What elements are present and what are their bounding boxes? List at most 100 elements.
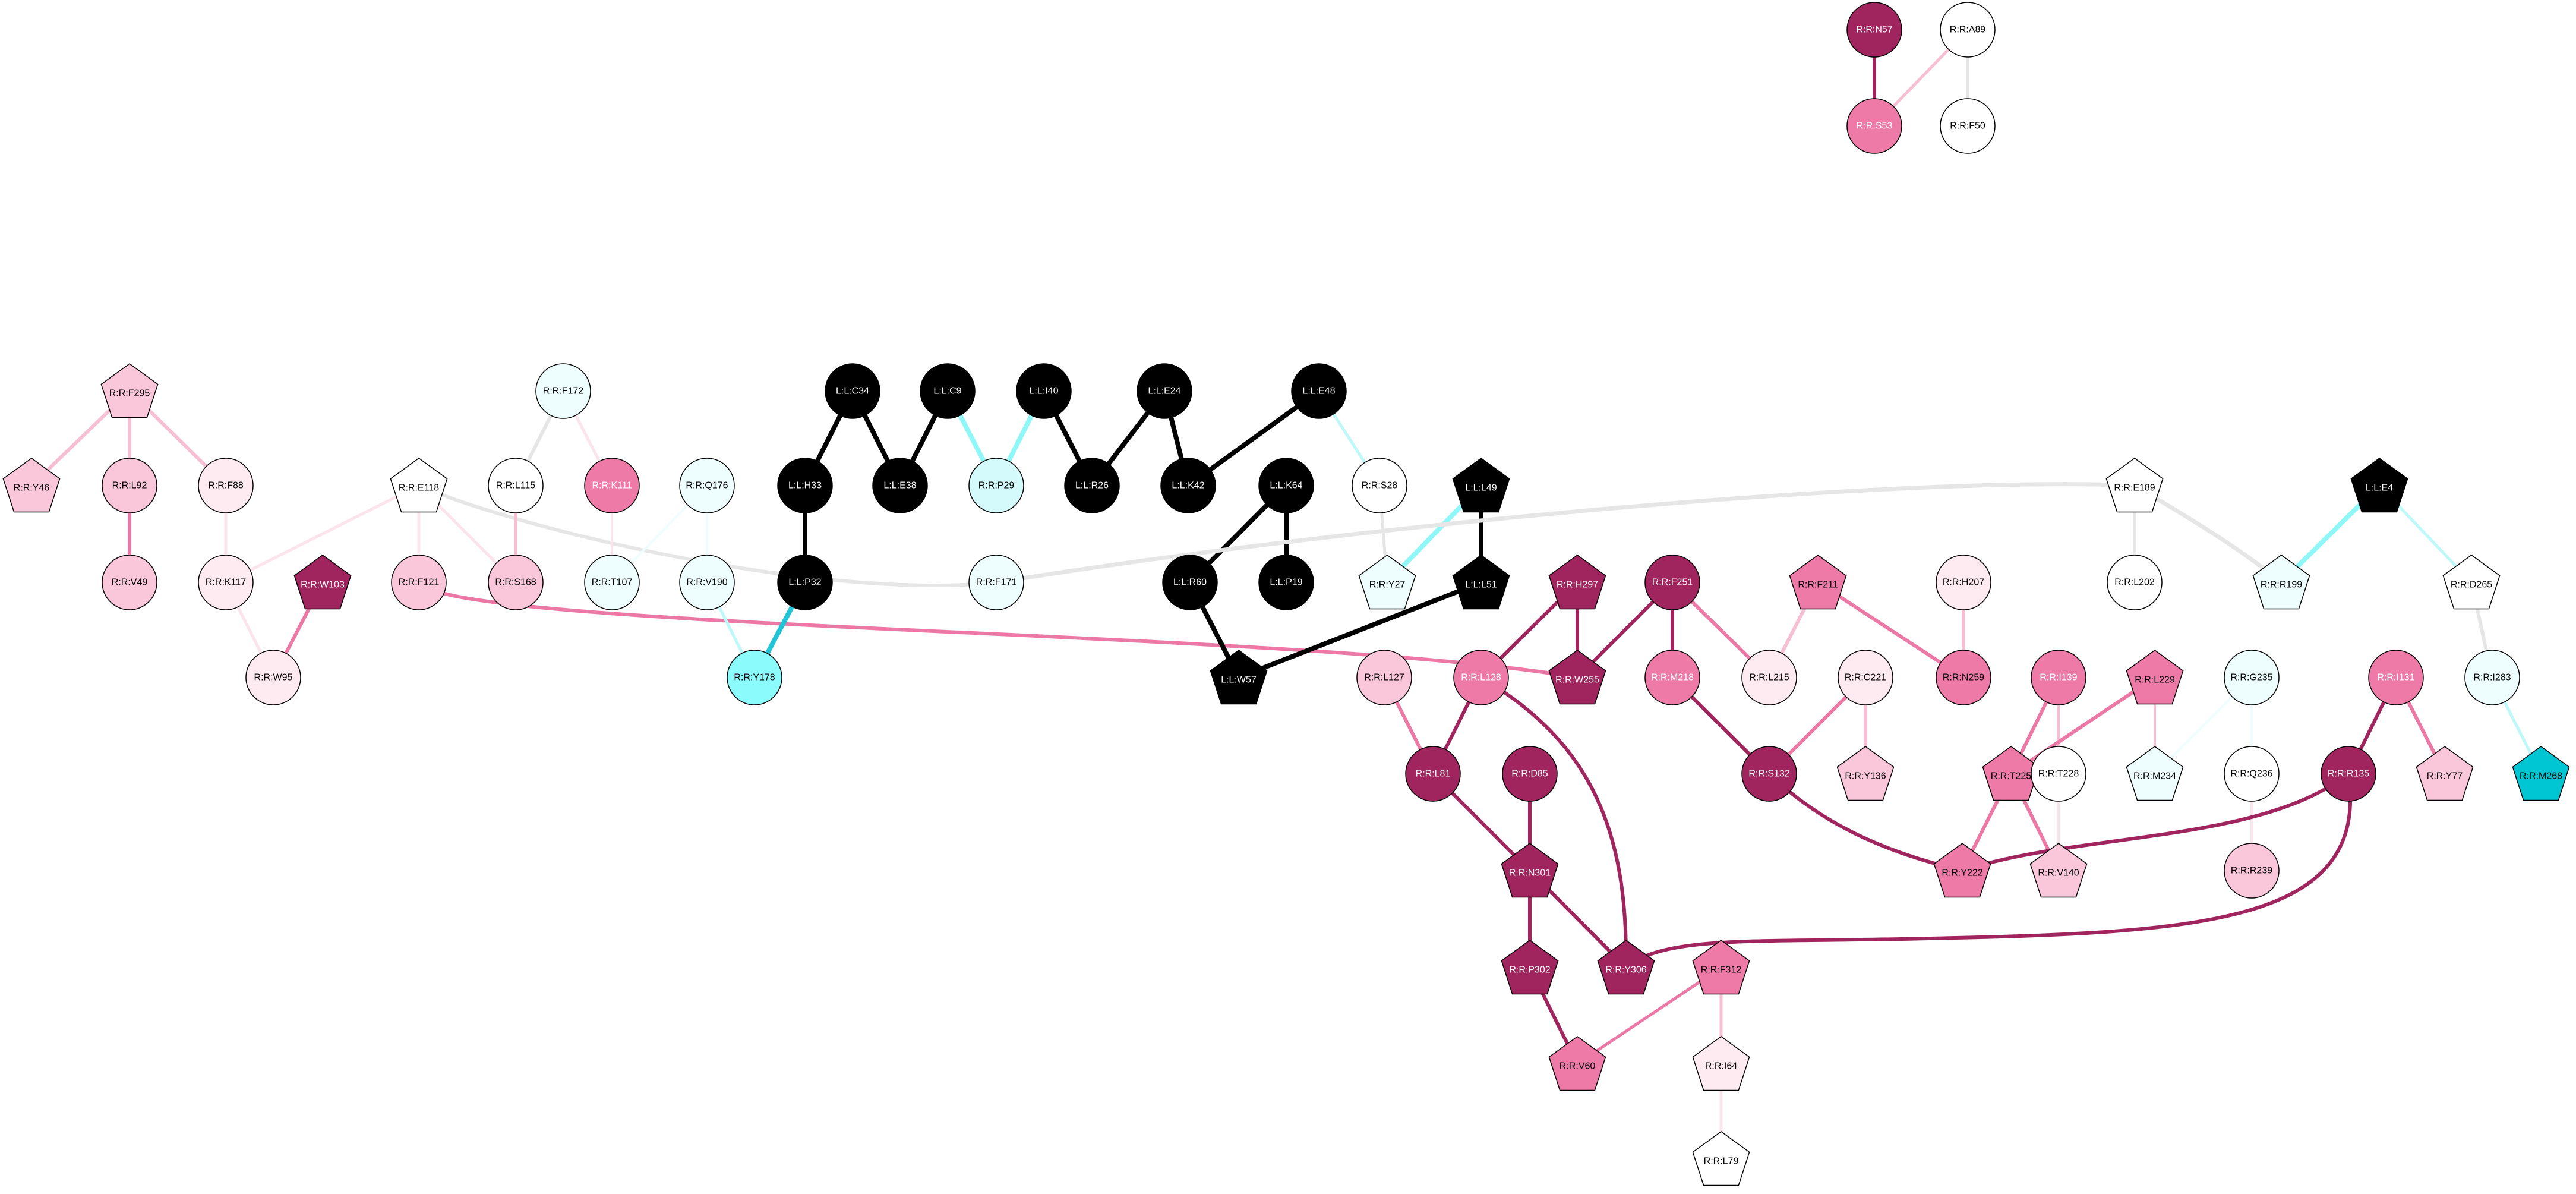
node-circle	[1291, 363, 1347, 419]
node-r-r-l127[interactable]: R:R:L127	[1356, 650, 1412, 705]
node-circle	[1160, 458, 1216, 513]
node-r-r-y178[interactable]: R:R:Y178	[727, 650, 782, 705]
node-r-r-l202[interactable]: R:R:L202	[2107, 555, 2163, 610]
node-l-l-e48[interactable]: L:L:E48	[1291, 363, 1347, 419]
node-r-r-l215[interactable]: R:R:L215	[1741, 650, 1797, 705]
node-r-r-d85[interactable]: R:R:D85	[1502, 746, 1558, 802]
node-r-r-e118[interactable]: R:R:E118	[390, 458, 448, 513]
node-r-r-f312[interactable]: R:R:F312	[1692, 940, 1750, 995]
node-circle	[679, 458, 735, 513]
node-r-r-k111[interactable]: R:R:K111	[584, 458, 640, 513]
node-pentagon	[2, 458, 61, 513]
node-r-r-i64[interactable]: R:R:I64	[1692, 1036, 1750, 1091]
node-r-r-t228[interactable]: R:R:T228	[2031, 746, 2086, 802]
edge-r135-y306	[1624, 772, 2353, 969]
node-l-l-h33[interactable]: L:L:H33	[777, 458, 833, 513]
node-r-r-f50[interactable]: R:R:F50	[1940, 98, 1996, 154]
node-circle	[777, 458, 833, 513]
node-pentagon	[2029, 843, 2088, 898]
node-r-r-l128[interactable]: R:R:L128	[1453, 650, 1509, 705]
node-pentagon	[1501, 940, 1559, 995]
node-r-r-r239[interactable]: R:R:R239	[2224, 843, 2280, 899]
node-r-r-q236[interactable]: R:R:Q236	[2224, 746, 2280, 802]
node-r-r-v190[interactable]: R:R:V190	[679, 555, 735, 610]
node-r-r-h207[interactable]: R:R:H207	[1936, 555, 1991, 610]
node-r-r-v60[interactable]: R:R:V60	[1548, 1036, 1606, 1091]
node-r-r-n57[interactable]: R:R:N57	[1846, 2, 1902, 58]
node-r-r-f295[interactable]: R:R:F295	[100, 363, 159, 418]
node-r-r-m218[interactable]: R:R:M218	[1644, 650, 1700, 705]
node-r-r-s53[interactable]: R:R:S53	[1846, 98, 1902, 154]
node-pentagon	[1452, 555, 1510, 610]
node-r-r-f211[interactable]: R:R:F211	[1789, 555, 1847, 610]
node-l-l-r60[interactable]: L:L:R60	[1162, 555, 1218, 610]
node-r-r-q176[interactable]: R:R:Q176	[679, 458, 735, 513]
node-pentagon	[2126, 650, 2184, 705]
node-circle	[2031, 746, 2086, 802]
node-r-r-l81[interactable]: R:R:L81	[1405, 746, 1461, 802]
node-r-r-s28[interactable]: R:R:S28	[1352, 458, 1407, 513]
node-l-l-p32[interactable]: L:L:P32	[777, 555, 833, 610]
node-r-r-c221[interactable]: R:R:C221	[1838, 650, 1893, 705]
node-l-l-c9[interactable]: L:L:C9	[920, 363, 976, 419]
node-l-l-e4[interactable]: L:L:E4	[2350, 458, 2408, 513]
node-circle	[584, 555, 640, 610]
node-r-r-g235[interactable]: R:R:G235	[2224, 650, 2280, 705]
node-r-r-f121[interactable]: R:R:F121	[391, 555, 447, 610]
node-r-r-p302[interactable]: R:R:P302	[1501, 940, 1559, 995]
node-circle	[1936, 555, 1991, 610]
node-r-r-e189[interactable]: R:R:E189	[2105, 458, 2164, 513]
node-r-r-s132[interactable]: R:R:S132	[1741, 746, 1797, 802]
node-l-l-r26[interactable]: L:L:R26	[1064, 458, 1120, 513]
node-r-r-f251[interactable]: R:R:F251	[1644, 555, 1700, 610]
node-r-r-y222[interactable]: R:R:Y222	[1933, 843, 1991, 898]
node-r-r-i139[interactable]: R:R:I139	[2031, 650, 2086, 705]
node-r-r-k117[interactable]: R:R:K117	[198, 555, 254, 610]
node-l-l-e24[interactable]: L:L:E24	[1137, 363, 1192, 419]
node-r-r-p29[interactable]: R:R:P29	[968, 458, 1024, 513]
node-circle	[1846, 2, 1902, 58]
node-r-r-m268[interactable]: R:R:M268	[2512, 746, 2570, 801]
node-pentagon	[1548, 1036, 1606, 1091]
node-r-r-f171[interactable]: R:R:F171	[968, 555, 1024, 610]
node-r-r-l79[interactable]: R:R:L79	[1692, 1131, 1750, 1186]
node-l-l-k42[interactable]: L:L:K42	[1160, 458, 1216, 513]
node-l-l-c34[interactable]: L:L:C34	[825, 363, 880, 419]
node-circle	[1064, 458, 1120, 513]
node-r-r-w103[interactable]: R:R:W103	[293, 555, 352, 610]
node-r-r-i283[interactable]: R:R:I283	[2464, 650, 2520, 705]
node-r-r-l229[interactable]: R:R:L229	[2126, 650, 2184, 705]
node-l-l-w57[interactable]: L:L:W57	[1210, 650, 1268, 705]
node-r-r-s168[interactable]: R:R:S168	[488, 555, 544, 610]
node-pentagon	[1836, 746, 1895, 801]
node-r-r-l115[interactable]: R:R:L115	[488, 458, 544, 513]
node-circle	[920, 363, 976, 419]
node-l-l-i40[interactable]: L:L:I40	[1016, 363, 1072, 419]
node-r-r-f88[interactable]: R:R:F88	[198, 458, 254, 513]
node-r-r-h297[interactable]: R:R:H297	[1548, 555, 1606, 610]
node-r-r-y77[interactable]: R:R:Y77	[2416, 746, 2474, 801]
node-circle	[2224, 650, 2280, 705]
node-r-r-n259[interactable]: R:R:N259	[1936, 650, 1991, 705]
node-pentagon	[1933, 843, 1991, 898]
node-r-r-t107[interactable]: R:R:T107	[584, 555, 640, 610]
node-r-r-f172[interactable]: R:R:F172	[535, 363, 591, 419]
node-circle	[198, 458, 254, 513]
node-l-l-l51[interactable]: L:L:L51	[1452, 555, 1510, 610]
node-r-r-r135[interactable]: R:R:R135	[2321, 746, 2376, 802]
node-r-r-a89[interactable]: R:R:A89	[1940, 2, 1996, 58]
node-r-r-i131[interactable]: R:R:I131	[2368, 650, 2424, 705]
node-pentagon	[1358, 555, 1416, 610]
node-l-l-k64[interactable]: L:L:K64	[1258, 458, 1314, 513]
node-pentagon	[1501, 843, 1559, 898]
node-l-l-p19[interactable]: L:L:P19	[1258, 555, 1314, 610]
node-r-r-y136[interactable]: R:R:Y136	[1836, 746, 1895, 801]
node-l-l-e38[interactable]: L:L:E38	[872, 458, 928, 513]
node-r-r-l92[interactable]: R:R:L92	[102, 458, 157, 513]
node-pentagon	[2442, 555, 2501, 610]
node-r-r-v49[interactable]: R:R:V49	[102, 555, 157, 610]
node-l-l-l49[interactable]: L:L:L49	[1452, 458, 1510, 513]
node-r-r-w95[interactable]: R:R:W95	[245, 650, 301, 705]
node-circle	[1137, 363, 1192, 419]
